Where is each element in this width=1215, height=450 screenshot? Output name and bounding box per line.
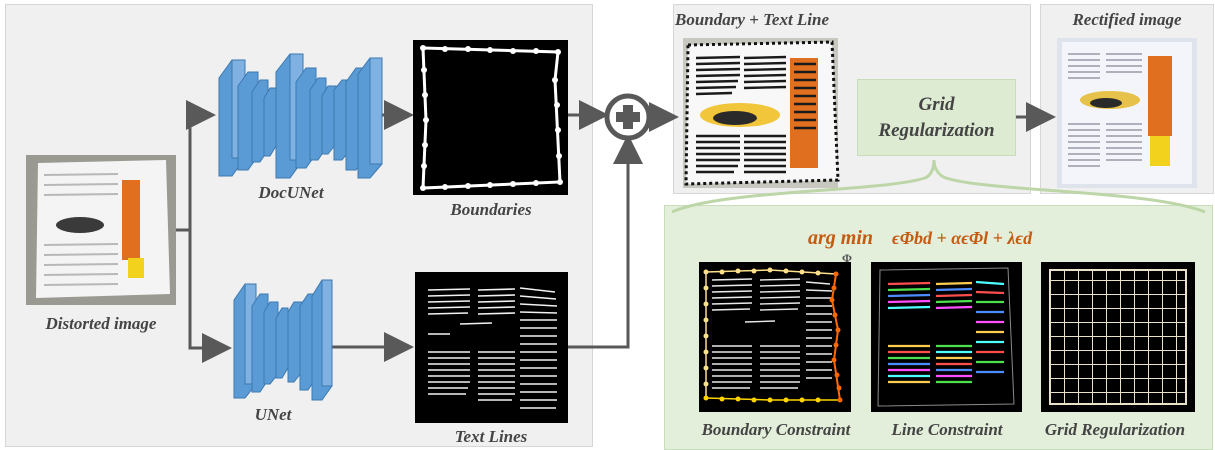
line-constraint-label: Line Constraint <box>891 420 1003 439</box>
distorted-image <box>26 155 176 305</box>
boundary-constraint-label: Boundary Constraint <box>701 420 851 439</box>
grid-regularization-label: Grid Regularization <box>1044 420 1186 439</box>
boundary-constraint-image <box>699 262 851 412</box>
boundary-textline-image <box>683 38 840 188</box>
text-lines-image <box>415 272 568 423</box>
text-lines-label: Text Lines <box>454 427 528 446</box>
docunet-network <box>218 53 383 179</box>
grid-regularization-image <box>1041 262 1195 412</box>
argmin-subscript: Φ <box>842 251 852 265</box>
argmin-operator: arg min <box>808 227 874 249</box>
boundary-textline-label: Boundary + Text Line <box>674 10 830 29</box>
objective-expression: ϵΦbd + αϵΦl + λϵd <box>892 228 1033 248</box>
boundaries-label: Boundaries <box>450 200 532 219</box>
boundaries-image <box>413 40 568 195</box>
distorted-image-label: Distorted image <box>45 314 157 333</box>
rectified-label: Rectified image <box>1072 10 1182 29</box>
line-constraint-image <box>871 262 1022 412</box>
grid-box-line2: Regularization <box>878 119 995 141</box>
expansion-brace <box>671 159 1206 214</box>
unet-network <box>233 279 333 401</box>
objective-equation: arg min Φ ϵΦbd + αϵΦl + λϵd <box>808 227 1033 265</box>
rectified-image <box>1057 38 1197 188</box>
grid-box-line1: Grid <box>918 93 955 115</box>
branch-arrows <box>176 100 1056 363</box>
grid-regularization-box: Grid Regularization <box>857 79 1016 156</box>
circled-plus-icon <box>604 93 652 141</box>
unet-label: UNet <box>254 405 292 424</box>
docunet-label: DocUNet <box>258 183 324 202</box>
